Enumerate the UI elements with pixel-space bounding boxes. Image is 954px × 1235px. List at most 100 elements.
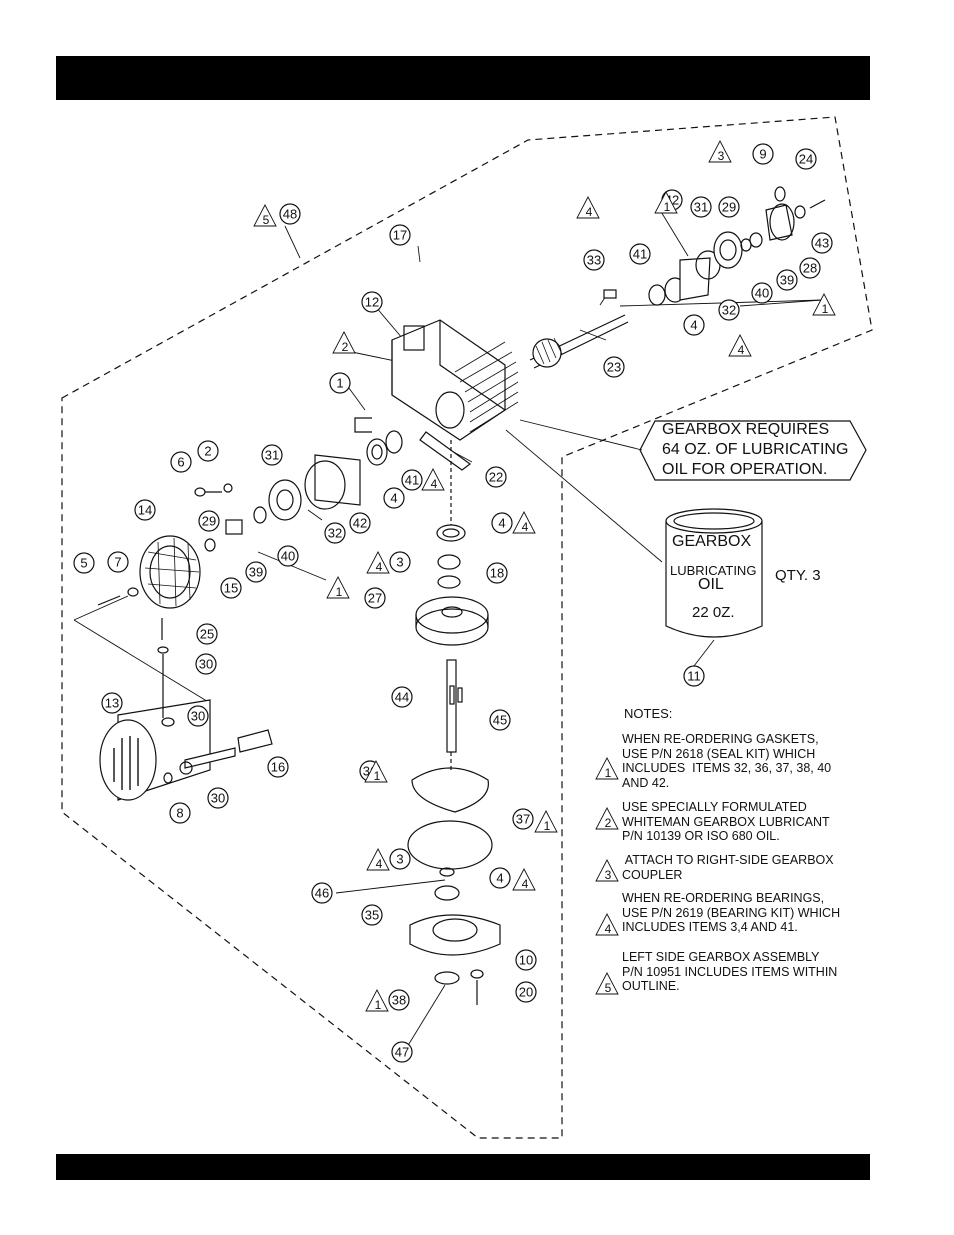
svg-text:4: 4 xyxy=(496,871,503,886)
right-side-parts xyxy=(603,186,826,306)
part-balloon-6: 6 xyxy=(170,451,192,473)
svg-text:4: 4 xyxy=(605,922,612,936)
part-balloon-10: 10 xyxy=(515,949,537,971)
svg-text:39: 39 xyxy=(780,273,794,288)
svg-text:1: 1 xyxy=(544,819,551,833)
note-flag-3: 3 xyxy=(708,140,732,163)
part-balloon-13: 13 xyxy=(101,692,123,714)
oil-quantity: QTY. 3 xyxy=(775,567,821,584)
svg-text:35: 35 xyxy=(365,908,379,923)
svg-text:22: 22 xyxy=(489,470,503,485)
svg-text:10: 10 xyxy=(519,953,533,968)
oil-can-item-balloon: 11 xyxy=(683,639,715,687)
part-balloon-3: 3 xyxy=(389,848,411,870)
part-balloon-41: 41 xyxy=(629,243,651,265)
svg-text:15: 15 xyxy=(224,581,238,596)
lubrication-callout: GEARBOX REQUIRES 64 OZ. OF LUBRICATING O… xyxy=(640,420,868,482)
part-balloon-45: 45 xyxy=(489,709,511,731)
part-balloon-25: 25 xyxy=(196,623,218,645)
svg-text:41: 41 xyxy=(405,473,419,488)
note-flag-5: 5 xyxy=(253,204,277,227)
svg-text:29: 29 xyxy=(202,514,216,529)
part-balloon-38: 38 xyxy=(388,989,410,1011)
part-balloon-1: 1 xyxy=(329,372,351,394)
header-bar xyxy=(56,56,870,100)
callout-frame xyxy=(639,420,867,481)
oil-can-brand: GEARBOX xyxy=(672,533,752,550)
callout-line-3: OIL FOR OPERATION. xyxy=(662,461,828,478)
note-flag-1: 1 xyxy=(364,760,388,783)
note-number-2: 2 xyxy=(595,807,619,830)
svg-text:14: 14 xyxy=(138,503,152,518)
part-balloon-30: 30 xyxy=(207,787,229,809)
svg-text:1: 1 xyxy=(374,769,381,783)
part-balloon-4: 4 xyxy=(489,867,511,889)
svg-text:5: 5 xyxy=(80,556,87,571)
part-balloon-29: 29 xyxy=(718,196,740,218)
svg-text:3: 3 xyxy=(396,555,403,570)
svg-text:28: 28 xyxy=(803,261,817,276)
input-shaft xyxy=(419,431,472,471)
svg-text:38: 38 xyxy=(392,993,406,1008)
svg-text:4: 4 xyxy=(522,877,529,891)
note-flag-4: 4 xyxy=(366,848,390,871)
svg-text:1: 1 xyxy=(336,585,343,599)
note-5: LEFT SIDE GEARBOX ASSEMBLY P/N 10951 INC… xyxy=(596,950,876,996)
svg-text:4: 4 xyxy=(431,477,438,491)
note-1-text: WHEN RE-ORDERING GASKETS, USE P/N 2618 (… xyxy=(622,732,832,790)
svg-text:40: 40 xyxy=(281,549,295,564)
note-flag-4: 4 xyxy=(366,551,390,574)
note-number-4: 4 xyxy=(595,913,619,936)
svg-text:6: 6 xyxy=(177,455,184,470)
svg-text:13: 13 xyxy=(105,696,119,711)
part-balloon-46: 46 xyxy=(311,882,333,904)
part-balloon-32: 32 xyxy=(324,522,346,544)
part-balloon-27: 27 xyxy=(364,587,386,609)
svg-text:2: 2 xyxy=(605,816,612,830)
part-balloon-24: 24 xyxy=(795,148,817,170)
part-balloon-9: 9 xyxy=(752,143,774,165)
part-balloon-40: 40 xyxy=(751,282,773,304)
note-flag-4: 4 xyxy=(576,196,600,219)
note-flag-4: 4 xyxy=(421,468,445,491)
svg-text:40: 40 xyxy=(755,286,769,301)
part-balloon-22: 22 xyxy=(485,466,507,488)
note-4: WHEN RE-ORDERING BEARINGS, USE P/N 2619 … xyxy=(596,891,876,937)
svg-text:3: 3 xyxy=(718,149,725,163)
part-balloon-42: 42 xyxy=(349,512,371,534)
part-balloon-4: 4 xyxy=(683,314,705,336)
note-flag-1: 1 xyxy=(365,989,389,1012)
part-balloon-23: 23 xyxy=(603,356,625,378)
part-balloon-15: 15 xyxy=(220,577,242,599)
svg-text:9: 9 xyxy=(759,147,766,162)
callout-line-2: 64 OZ. OF LUBRICATING xyxy=(662,441,849,458)
svg-text:1: 1 xyxy=(375,998,382,1012)
svg-text:11: 11 xyxy=(687,669,701,684)
part-balloon-41: 41 xyxy=(401,469,423,491)
part-balloon-31: 31 xyxy=(690,196,712,218)
svg-text:24: 24 xyxy=(799,152,813,167)
note-number-1: 1 xyxy=(595,757,619,780)
part-balloon-3: 3 xyxy=(389,551,411,573)
svg-text:31: 31 xyxy=(265,448,279,463)
callout-line-1: GEARBOX REQUIRES xyxy=(662,421,830,438)
svg-text:27: 27 xyxy=(368,591,382,606)
left-side-parts xyxy=(194,417,403,552)
part-balloon-31: 31 xyxy=(261,444,283,466)
note-1: WHEN RE-ORDERING GASKETS, USE P/N 2618 (… xyxy=(596,732,876,792)
svg-text:30: 30 xyxy=(199,657,213,672)
svg-text:1: 1 xyxy=(822,302,829,316)
svg-text:48: 48 xyxy=(283,207,297,222)
part-balloon-47: 47 xyxy=(391,1041,413,1063)
worm-shaft xyxy=(529,314,629,369)
part-balloon-33: 33 xyxy=(583,249,605,271)
part-balloon-39: 39 xyxy=(776,269,798,291)
note-number-5: 5 xyxy=(595,972,619,995)
leader-lines xyxy=(73,209,823,1053)
end-cover xyxy=(99,618,273,801)
svg-text:12: 12 xyxy=(365,295,379,310)
part-balloon-16: 16 xyxy=(267,756,289,778)
svg-text:7: 7 xyxy=(114,555,121,570)
part-balloon-30: 30 xyxy=(195,653,217,675)
